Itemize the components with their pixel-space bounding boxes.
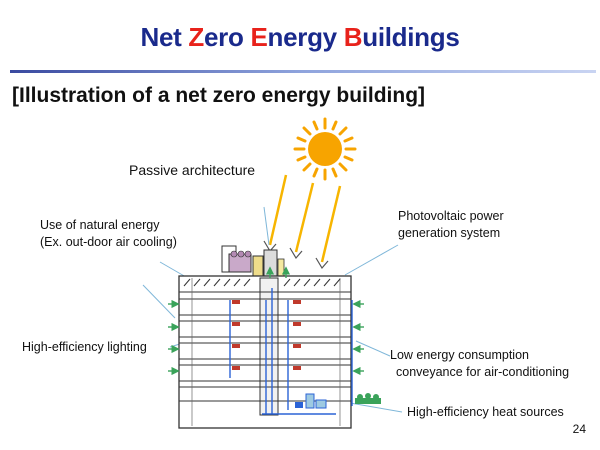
label-conveyance: Low energy consumption conveyance for ai… bbox=[390, 347, 569, 381]
airflow-arrows bbox=[168, 266, 364, 376]
label-photovoltaic-line2: generation system bbox=[398, 226, 501, 240]
label-conveyance-line1: Low energy consumption bbox=[390, 348, 529, 362]
page-title: Net Zero Energy Buildings bbox=[0, 22, 600, 53]
label-passive-architecture: Passive architecture bbox=[129, 162, 256, 178]
title-initial-n: N bbox=[140, 22, 159, 52]
label-lighting: High-efficiency lighting bbox=[22, 340, 147, 354]
label-natural-energy-line2: (Ex. out-door air cooling) bbox=[40, 235, 177, 249]
title-word-zero: ero bbox=[204, 22, 251, 52]
label-heat-sources: High-efficiency heat sources bbox=[407, 405, 564, 419]
air-conditioning-pipes bbox=[229, 288, 353, 415]
roof-solar-panels bbox=[183, 278, 341, 287]
facade-vertical-lines bbox=[191, 278, 341, 426]
greenery bbox=[355, 393, 381, 404]
title-initial-z: Z bbox=[188, 22, 204, 52]
heat-source-equipment bbox=[295, 393, 327, 409]
page-number: 24 bbox=[572, 422, 586, 436]
label-photovoltaic: Photovoltaic power generation system bbox=[398, 208, 504, 242]
floor-slabs bbox=[179, 291, 351, 402]
label-natural-energy: Use of natural energy (Ex. out-door air … bbox=[40, 217, 177, 251]
title-word-energy: nergy bbox=[267, 22, 344, 52]
slide-subtitle: [Illustration of a net zero energy build… bbox=[12, 84, 426, 107]
sun-icon bbox=[293, 117, 357, 181]
title-initial-b: B bbox=[343, 22, 363, 52]
hvac-units bbox=[232, 300, 301, 370]
rooftop-equipment bbox=[221, 245, 285, 279]
title-initial-e: E bbox=[250, 22, 268, 52]
sunlight-rays bbox=[268, 174, 342, 263]
label-conveyance-line2: conveyance for air-conditioning bbox=[396, 365, 570, 379]
label-photovoltaic-line1: Photovoltaic power bbox=[398, 209, 504, 223]
label-natural-energy-line1: Use of natural energy bbox=[40, 218, 160, 232]
title-word-net: et bbox=[158, 22, 189, 52]
title-divider bbox=[10, 70, 596, 73]
title-word-buildings: uildings bbox=[362, 22, 460, 52]
